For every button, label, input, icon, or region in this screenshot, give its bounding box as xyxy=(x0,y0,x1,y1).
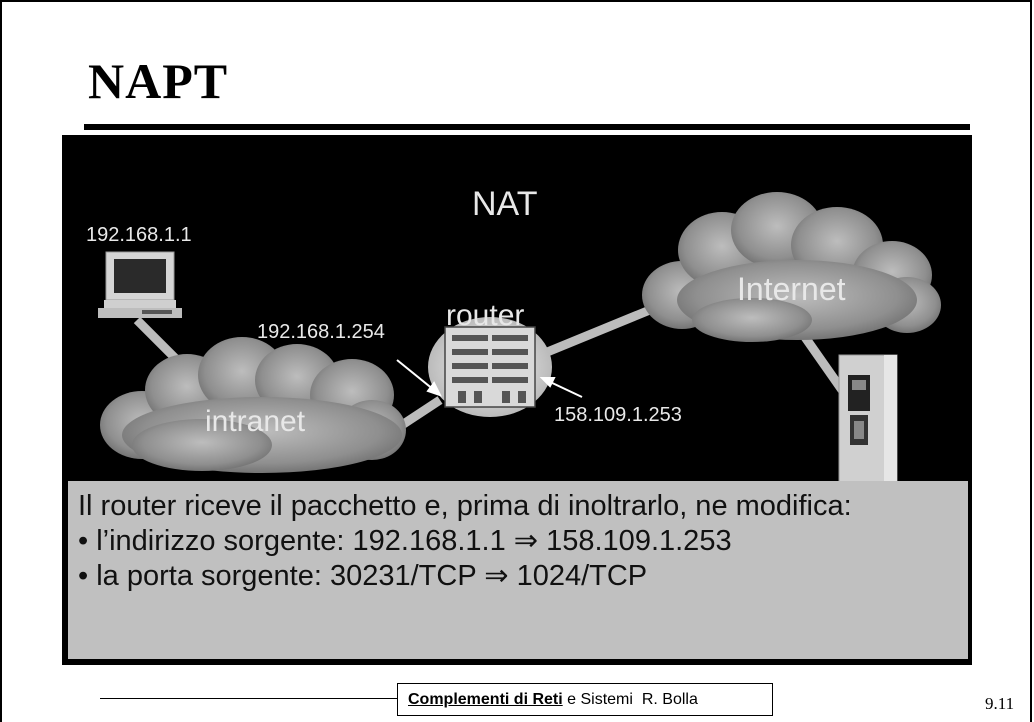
caption-bullet: • la porta sorgente: 30231/TCP ⇒ 1024/TC… xyxy=(78,560,648,592)
arrows xyxy=(396,359,583,398)
link-intranet-router xyxy=(399,396,443,429)
slide-title: NAPT xyxy=(88,53,229,109)
caption-intro: Il router riceve il pacchetto e, prima d… xyxy=(78,490,852,522)
router-label: router xyxy=(446,299,524,332)
arrow-outer-ip xyxy=(547,380,583,398)
nat-label: NAT xyxy=(472,185,537,223)
internet-cloud xyxy=(642,192,941,342)
link-router-internet xyxy=(538,300,664,360)
pc-icon xyxy=(98,251,182,318)
host-ip-label: 192.168.1.1 xyxy=(86,224,192,246)
router-icon xyxy=(428,317,552,417)
arrow-inner-ip xyxy=(396,359,435,391)
server-icon xyxy=(838,354,898,486)
caption-bullet-text: la porta sorgente: 30231/TCP ⇒ 1024/TCP xyxy=(96,560,648,592)
caption-bullet-text: l’indirizzo sorgente: 192.168.1.1 ⇒ 158.… xyxy=(96,525,732,557)
title-underline xyxy=(84,124,970,130)
caption-bullet: • l’indirizzo sorgente: 192.168.1.1 ⇒ 15… xyxy=(78,525,732,557)
diagram-panel: NAT 192.168.1.1 router 192.168.1.254 158… xyxy=(62,135,972,665)
router-outer-ip-label: 158.109.1.253 xyxy=(554,404,682,426)
network-diagram: NAT 192.168.1.1 router 192.168.1.254 158… xyxy=(86,185,941,486)
footer-course-link[interactable]: Complementi di Reti xyxy=(408,691,563,708)
footer-course-box: Complementi di Reti e Sistemi R. Bolla xyxy=(397,683,773,716)
footer-rule xyxy=(100,698,398,699)
footer-course-rest: e Sistemi R. Bolla xyxy=(562,691,698,708)
router-inner-ip-label: 192.168.1.254 xyxy=(257,321,385,343)
intranet-cloud xyxy=(100,337,406,473)
intranet-label: intranet xyxy=(205,405,306,438)
internet-label: Internet xyxy=(737,271,846,307)
caption-box: Il router riceve il pacchetto e, prima d… xyxy=(68,481,968,659)
page-number: 9.11 xyxy=(985,694,1015,713)
link-internet-server xyxy=(796,327,846,393)
